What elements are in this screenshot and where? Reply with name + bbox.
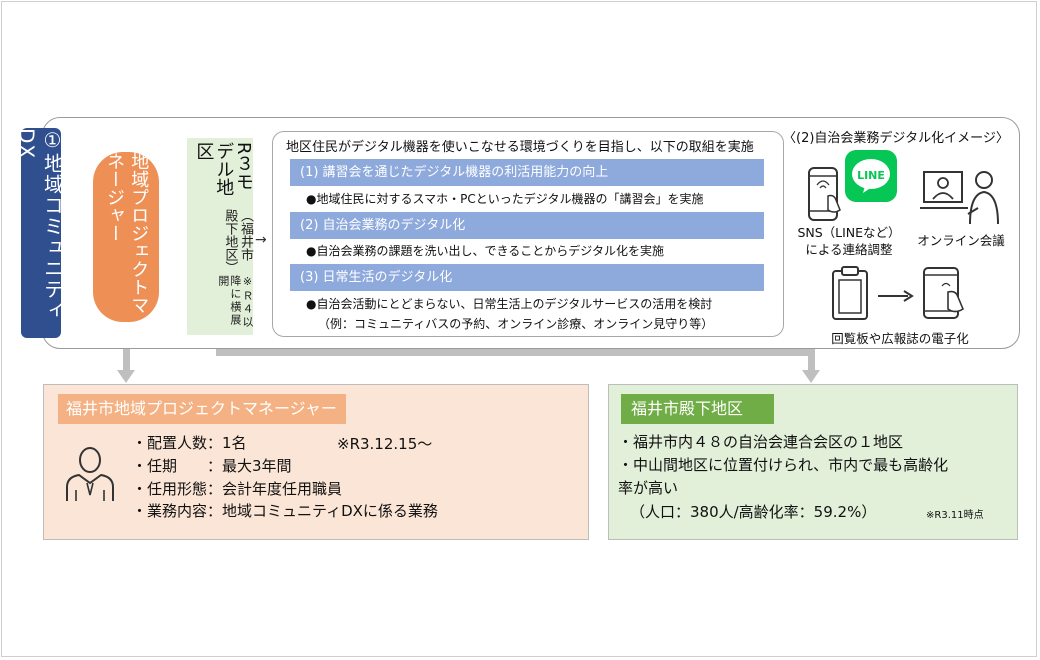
pm-info-type: ・任用形態：会計年度任用職員 [132, 480, 343, 498]
model-title: R３モデル地区 [193, 142, 254, 196]
action-item-3-label: (3) 日常生活のデジタル化 [290, 264, 764, 291]
district-info-title: 福井市殿下地区 [621, 394, 774, 424]
pm-info-duty: ・業務内容：地域コミュニティDXに係る業務 [132, 502, 438, 520]
online-meeting-caption: オンライン会議 [917, 233, 1005, 248]
sns-caption-1: SNS（LINEなど） [797, 225, 901, 240]
action-item-1-label: (1) 講習会を通じたデジタル機器の利活用能力の向上 [290, 159, 764, 186]
action-item-3-desc: ●自治会活動にとどまらない、日常生活上のデジタルサービスの活用を検討 [306, 297, 713, 311]
action-item-1-desc: ●地域住民に対するスマホ・PCといったデジタル機器の「講習会」を実施 [306, 192, 704, 206]
arrow-right-icon: → [255, 232, 267, 248]
district-note: ※R3.11時点 [926, 510, 984, 521]
tablet-touch-icon [923, 267, 964, 319]
actions-heading: 地区住民がデジタル機器を使いこなせる環境づくりを目指し、以下の取組を実施 [286, 140, 754, 155]
district-stats: （人口：380人/高齢化率：59.2%） [630, 503, 877, 521]
line-logo-text: LINE [857, 169, 885, 182]
action-item-2-desc: ●自治会業務の課題を洗い出し、できることからデジタル化を実施 [306, 244, 664, 258]
line-logo-icon [845, 150, 897, 202]
sns-caption-2: による連絡調整 [805, 242, 893, 257]
model-note: ※Ｒ４以降に横展開 [216, 274, 254, 329]
clipboard-icon [832, 266, 868, 320]
arrow-right-icon [878, 290, 914, 302]
pm-pill: 地域プロジェクトマネージャー [93, 152, 159, 322]
model-district-box: R３モデル地区 （福井市殿下地区） ※Ｒ４以降に横展開 [187, 138, 254, 335]
video-meeting-icon [920, 171, 999, 225]
image-heading: 〈(2)自治会業務デジタル化イメージ〉 [783, 131, 1009, 146]
pm-info-title: 福井市地域プロジェクトマネージャー [58, 394, 346, 424]
model-subtitle: （福井市殿下地区） [222, 209, 253, 275]
connector-pm-arrowhead [117, 370, 135, 383]
connector-model-horizontal [216, 349, 815, 356]
pm-info-since: ※R3.12.15～ [337, 435, 433, 453]
action-item-3-desc-example: （例：コミュニティバスの予約、オンライン診療、オンライン見守り等） [318, 317, 714, 331]
circular-caption: 回覧板や広報誌の電子化 [831, 331, 969, 346]
connector-district-arrowhead [802, 370, 820, 383]
district-info-line-3: 率が高い [618, 479, 679, 497]
person-icon [66, 447, 114, 501]
district-info-line-2: ・中山間地区に位置付けられ、市内で最も高齢化 [618, 456, 949, 474]
connector-district-vertical [808, 349, 815, 373]
pm-info-staff: ・配置人数：1名 [132, 434, 247, 452]
pm-info-term: ・任期 ：最大3年間 [132, 457, 292, 475]
district-info-line-1: ・福井市内４８の自治会連合会区の１地区 [618, 433, 904, 451]
dx-label: ①地域コミュニティDX [15, 128, 65, 338]
smartphone-icon [808, 167, 841, 221]
action-item-2-label: (2) 自治会業務のデジタル化 [290, 212, 764, 239]
